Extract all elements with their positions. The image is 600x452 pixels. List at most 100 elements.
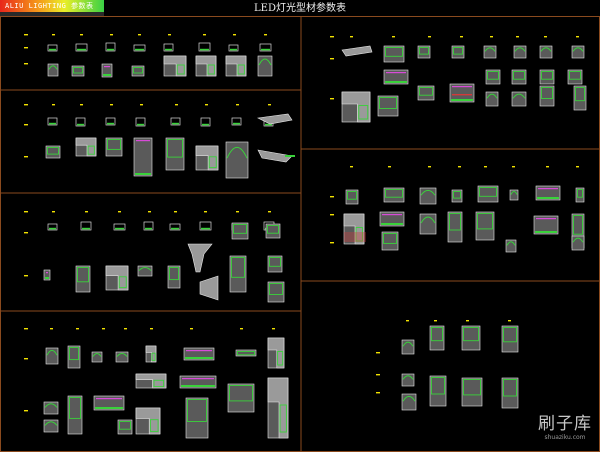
section-outline [105,117,116,126]
profile-corner [135,373,167,389]
profile-body [575,187,585,203]
dimension-mark [428,166,431,168]
profile-diffuser [267,225,279,234]
profile-led-strip [452,86,472,88]
section-diffuser [171,227,179,230]
watermark-main: 刷子库 [538,414,592,434]
profile-diffuser [46,349,58,356]
section-outline [198,42,211,52]
section-outline [163,43,174,52]
dimension-mark [516,36,519,38]
section-diffuser [49,122,56,125]
dimension-mark [460,36,463,38]
profile-diffuser [513,71,525,80]
profile-diffuser [347,191,357,200]
profile-body [165,137,185,171]
profile-body [235,349,257,357]
dimension-mark [174,211,177,213]
profile-diffuser [420,216,436,224]
profile-body [379,211,405,227]
profile-diffuser [381,223,403,225]
section-outline [143,221,154,231]
profile-diffuser [537,197,559,199]
dimension-mark [140,104,143,106]
profile-body [567,69,583,85]
brand-logo-shadow [0,12,104,16]
dimension-mark [203,34,206,36]
section-diffuser [137,123,144,126]
section-diffuser [172,122,179,125]
profile-body [429,325,445,351]
profile-diffuser [451,99,473,101]
dimension-mark [576,36,579,38]
profile-diffuser [540,47,552,52]
header-divider [0,16,600,17]
dimension-mark [175,104,178,106]
profile-diffuser [229,385,253,402]
section-outline [47,117,58,126]
profile-diffuser [358,105,369,120]
profile-body [383,187,405,203]
dimension-mark [388,166,391,168]
section-diffuser [233,122,240,125]
profile-diffuser [185,357,213,359]
profile-body [501,325,519,353]
profile-led-strip [46,272,48,274]
profile-diffuser [269,283,283,295]
profile-led-strip [452,94,472,96]
dimension-mark [350,166,353,168]
profile-body [267,281,285,303]
profile-diffuser [402,375,414,380]
profile-led-strip [186,350,212,352]
profile-diffuser [207,64,215,75]
profile-diffuser [44,421,58,426]
section-outline [135,117,146,127]
profile-body [75,265,91,293]
dimension-mark [80,34,83,36]
section-outline [75,43,88,52]
profile-body [185,397,209,439]
profile-body [381,231,399,251]
section-diffuser [265,123,272,126]
dimension-mark [102,328,105,330]
profile-angle [257,149,293,163]
profile-diffuser [153,379,165,388]
profile-led-strip [538,188,558,190]
profile-diffuser [541,71,553,80]
profile-body [265,223,281,239]
section-outline [170,117,181,126]
profile-diffuser [167,139,183,158]
profile-body [451,189,463,203]
profile-body [383,69,409,85]
profile-diffuser [119,421,131,430]
profile-diffuser [69,397,81,419]
section-diffuser [145,227,152,230]
profile-diffuser [181,385,215,387]
profile-diffuser [486,93,498,99]
profile-body [485,69,501,85]
dimension-mark [52,211,55,213]
dimension-mark [110,34,113,36]
profile-diffuser [118,276,127,289]
profile-body [91,351,103,363]
profile-body [67,345,81,369]
dimension-mark [330,36,334,38]
profile-corner [105,265,129,291]
section-diffuser [49,48,56,51]
profile-led-strip [104,66,110,68]
profile-body [383,45,405,63]
profile-diffuser [512,93,526,99]
profile-body [449,83,475,103]
dimension-mark [190,328,193,330]
profile-body [509,189,519,201]
section-outline [47,44,58,52]
profile-diffuser [463,379,481,396]
profile-diffuser [487,71,499,80]
dimension-mark [392,36,395,38]
profile-corner [341,91,371,123]
profile-diffuser [44,403,58,408]
section-outline [228,44,239,52]
profile-diffuser [279,404,287,433]
profile-diffuser [402,341,414,347]
